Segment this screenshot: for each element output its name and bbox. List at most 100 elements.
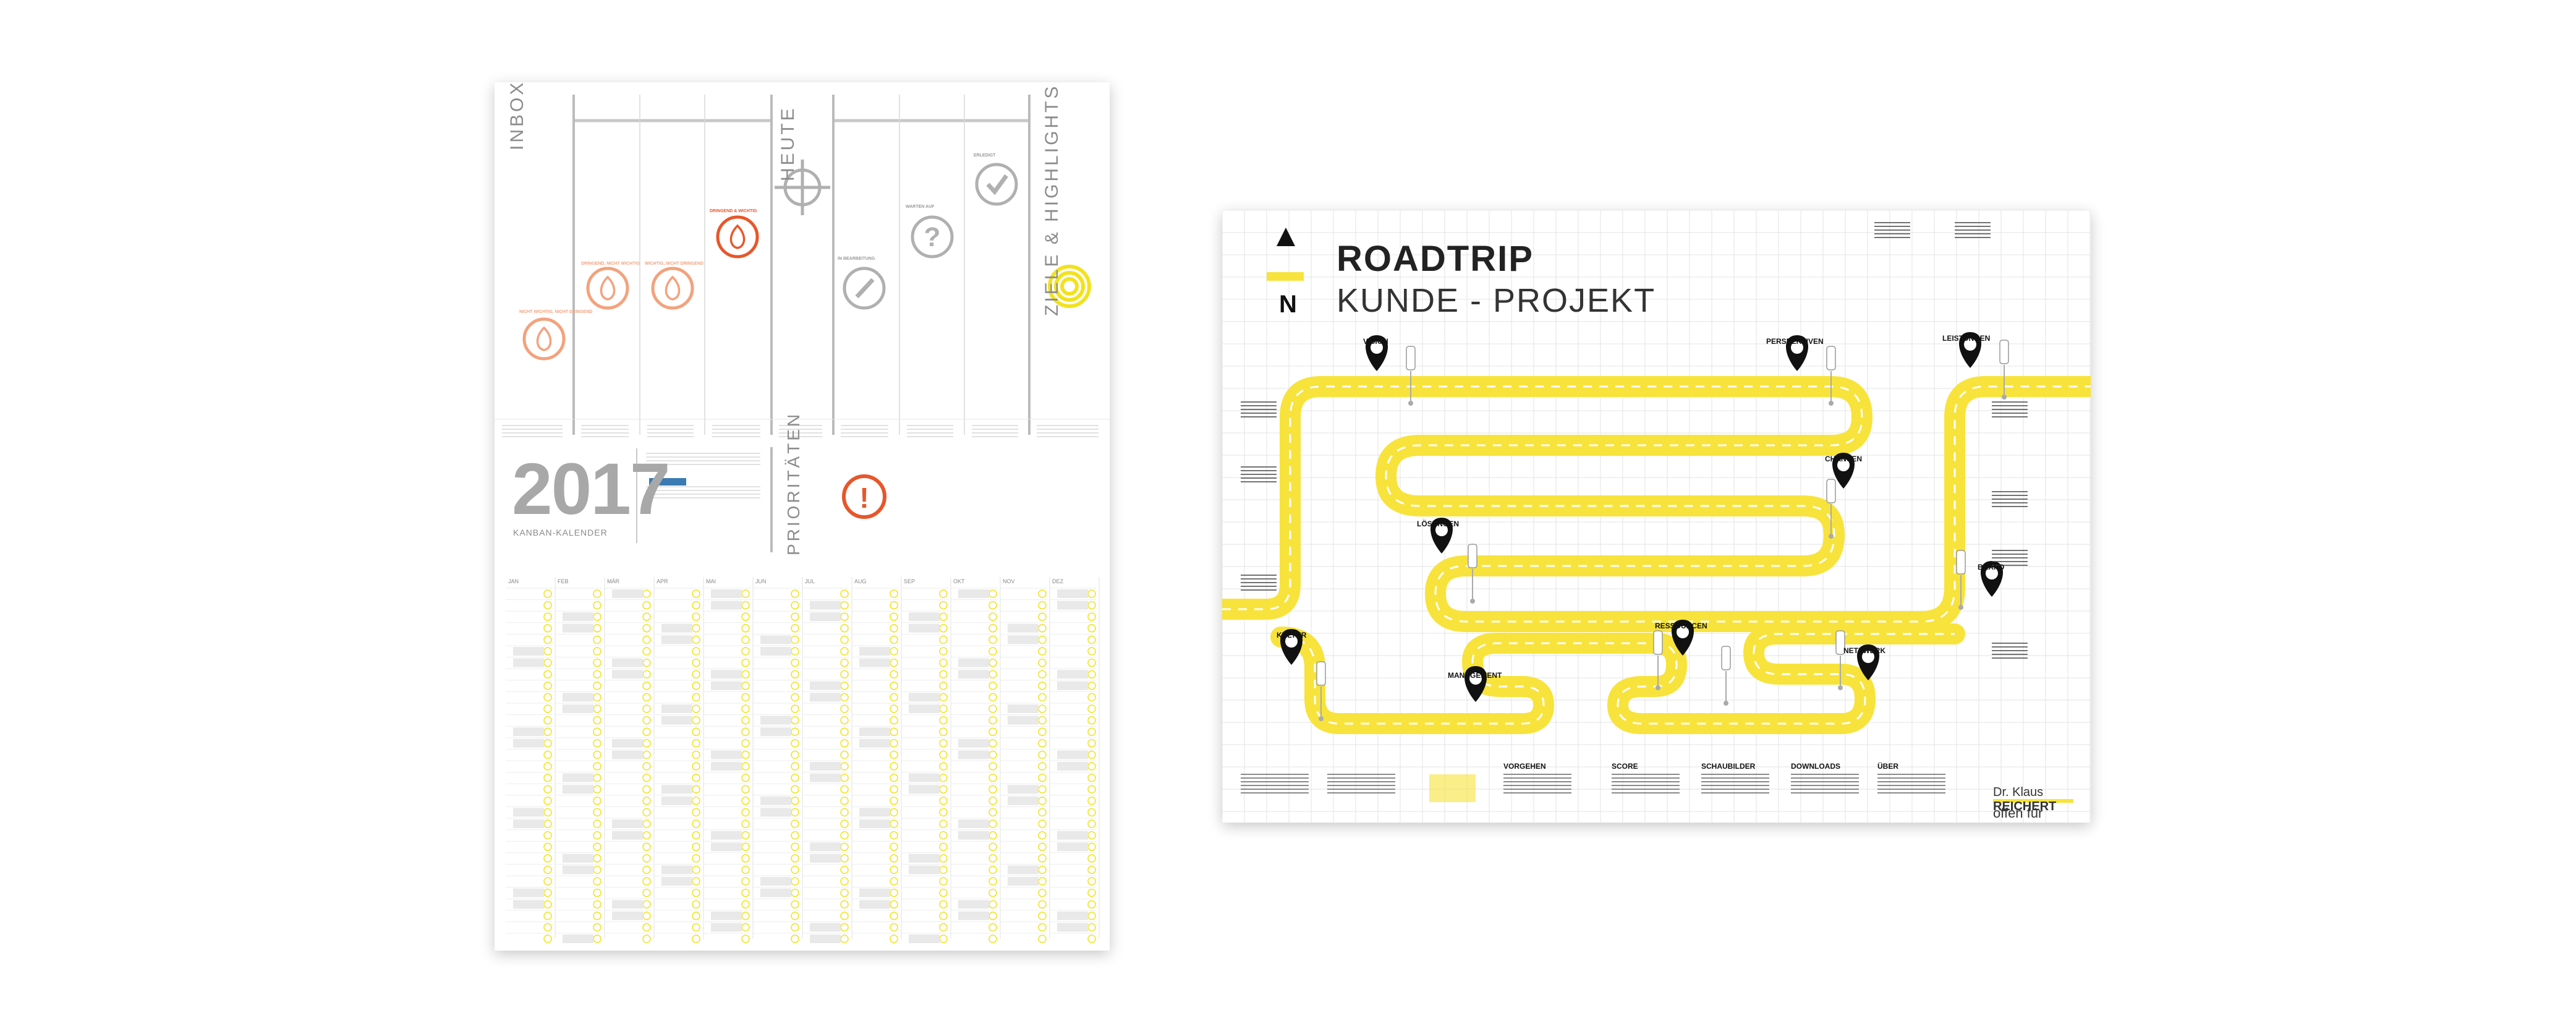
- day-circle: [939, 935, 948, 943]
- day-circle: [543, 831, 552, 840]
- weekend-shade: [661, 865, 692, 875]
- day-circle: [791, 900, 799, 909]
- weekend-shade: [958, 900, 989, 909]
- day-circle: [1038, 647, 1047, 656]
- day-circle: [692, 693, 700, 702]
- vorgehen-illustration: [1429, 774, 1476, 802]
- weekend-shade: [958, 589, 989, 598]
- day-circle: [692, 647, 700, 656]
- weekend-shade: [513, 819, 544, 828]
- day-circle: [939, 716, 948, 725]
- road-dashes: [1222, 385, 2091, 623]
- day-circle: [642, 865, 651, 875]
- day-circle: [593, 808, 601, 817]
- day-circle: [988, 624, 997, 633]
- weekend-shade: [661, 716, 692, 725]
- stop-label: BRAND: [1978, 563, 2005, 571]
- traffic-light-icon: [1835, 630, 1845, 655]
- day-circle: [1038, 670, 1047, 678]
- weekend-shade: [958, 831, 989, 840]
- pin-center: [1791, 341, 1803, 354]
- day-circle: [741, 785, 750, 794]
- weekend-shade: [810, 923, 841, 932]
- weekend-shade: [513, 738, 544, 748]
- day-circle: [939, 624, 948, 633]
- weekend-shade: [760, 727, 791, 737]
- weekend-shade: [711, 842, 742, 852]
- day-circle: [593, 704, 601, 713]
- day-circle: [988, 819, 997, 828]
- day-circle: [1038, 762, 1047, 771]
- weekend-shade: [909, 785, 940, 794]
- traffic-light-icon: [1721, 646, 1731, 670]
- day-circle: [988, 704, 997, 713]
- weekend-shade: [760, 796, 791, 805]
- day-circle: [741, 601, 750, 610]
- day-circle: [988, 739, 997, 748]
- day-circle: [692, 773, 700, 782]
- day-circle: [890, 831, 898, 840]
- day-circle: [939, 888, 948, 897]
- weekend-shade: [1008, 704, 1039, 713]
- stop-label: MANAGEMENT: [1448, 671, 1502, 680]
- weekend-shade: [612, 819, 643, 828]
- column-label: WARTEN AUF: [906, 205, 935, 209]
- weekend-shade: [909, 853, 940, 863]
- day-circle: [890, 888, 898, 897]
- day-circle: [791, 854, 799, 863]
- day-circle: [543, 739, 552, 748]
- day-circle: [840, 693, 849, 702]
- day-circle: [890, 865, 898, 875]
- weekend-shade: [909, 865, 940, 875]
- weekend-shade: [563, 935, 593, 943]
- day-circle: [1087, 658, 1096, 667]
- day-circle: [642, 831, 651, 840]
- day-circle: [543, 635, 552, 644]
- day-circle: [1038, 612, 1047, 621]
- day-circle: [791, 693, 799, 702]
- day-circle: [890, 647, 898, 656]
- stop-label: KULTUR: [1277, 631, 1307, 640]
- pin-center: [1371, 341, 1383, 354]
- weekend-shade: [711, 923, 742, 932]
- day-circle: [1038, 682, 1047, 690]
- day-circle: [840, 831, 849, 840]
- footer-link[interactable]: DOWNLOADS: [1791, 762, 1840, 771]
- day-circle: [642, 716, 651, 725]
- day-circle: [1038, 739, 1047, 748]
- day-circle: [840, 808, 849, 817]
- day-circle: [642, 785, 651, 794]
- day-circle: [939, 693, 948, 702]
- weekend-shade: [513, 900, 544, 909]
- day-circle: [840, 819, 849, 828]
- day-circle: [1087, 935, 1096, 943]
- day-circle: [791, 842, 799, 851]
- day-circle: [543, 727, 552, 736]
- day-circle: [543, 935, 552, 943]
- day-circle: [593, 854, 601, 863]
- stop-label: RESSOURCEN: [1655, 622, 1707, 630]
- month-label: DEZ: [1052, 578, 1063, 584]
- weekend-shade: [909, 612, 940, 622]
- footer-link[interactable]: SCORE: [1612, 762, 1638, 771]
- column-icon: [651, 267, 694, 310]
- pin-center: [1435, 524, 1448, 536]
- day-circle: [939, 750, 948, 759]
- footer-link[interactable]: ÜBER: [1877, 762, 1899, 771]
- footer-link[interactable]: VORGEHEN: [1503, 762, 1546, 771]
- day-circle: [1087, 589, 1096, 598]
- weekend-shade: [612, 658, 643, 667]
- weekend-shade: [859, 900, 890, 909]
- day-circle: [890, 773, 898, 782]
- day-circle: [840, 923, 849, 932]
- day-circle: [741, 877, 750, 886]
- day-circle: [840, 739, 849, 748]
- weekend-shade: [1057, 831, 1088, 840]
- month-label: APR: [657, 578, 668, 584]
- weekend-shade: [909, 704, 940, 713]
- footer-link[interactable]: SCHAUBILDER: [1701, 762, 1756, 771]
- stop-label: VISION: [1363, 337, 1388, 346]
- weekend-shade: [563, 693, 593, 702]
- question-icon: ?: [924, 222, 941, 252]
- column-icon: [911, 215, 954, 259]
